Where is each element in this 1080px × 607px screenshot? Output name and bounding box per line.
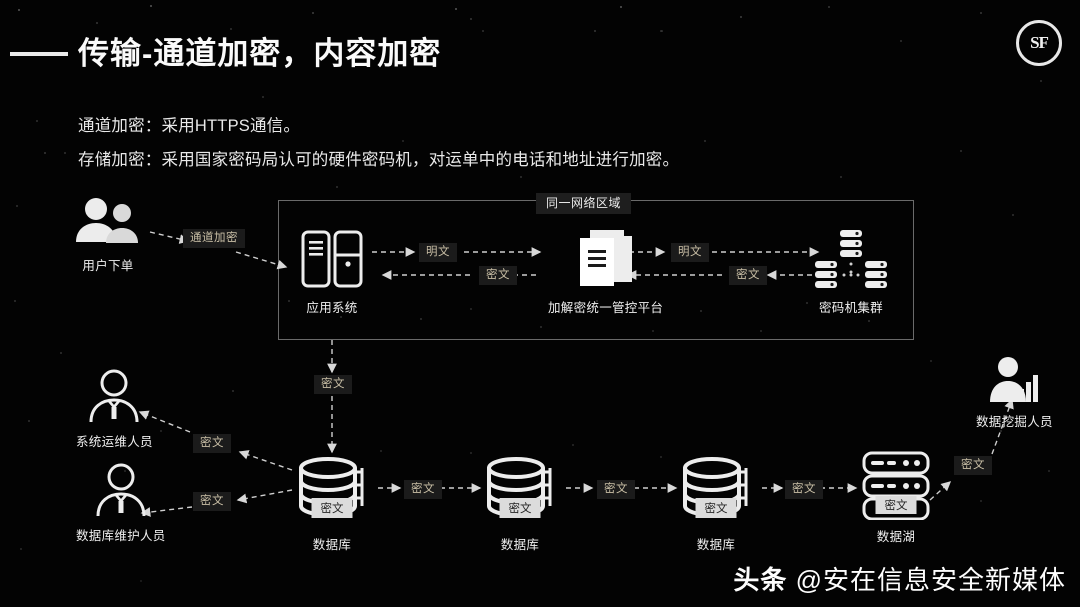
edge-label-to-dba-staff: 密文: [193, 492, 231, 511]
database-1-badge: 密文: [311, 498, 353, 518]
node-database-1: 密文 数据库: [296, 456, 368, 553]
users-icon: [76, 198, 138, 243]
watermark-handle: @安在信息安全新媒体: [795, 565, 1066, 595]
node-ops-staff: 系统运维人员: [76, 368, 153, 450]
body-line-storage-encryption: 存储加密：采用国家密码局认可的硬件密码机，对运单中的电话和地址进行加密。: [78, 151, 680, 169]
node-data-lake-label: 数据湖: [876, 530, 916, 544]
database-2-badge: 密文: [499, 498, 541, 518]
data-lake-badge: 密文: [875, 496, 917, 514]
page-title: 传输-通道加密，内容加密: [78, 36, 442, 71]
node-hsm-cluster-label: 密码机集群: [818, 301, 883, 315]
edge-label-db2-to-db3: 密文: [597, 480, 635, 499]
database-cylinder-icon: 密文: [296, 456, 368, 520]
node-database-3: 密文 数据库: [680, 456, 752, 553]
server-cluster-icon: [815, 230, 887, 288]
watermark: 头条 @安在信息安全新媒体: [733, 560, 1066, 597]
node-app-system-label: 应用系统: [306, 301, 358, 315]
node-app-system: 应用系统: [296, 228, 368, 316]
person-tie-icon: [89, 369, 139, 423]
node-database-3-label: 数据库: [696, 538, 736, 552]
node-hsm-cluster: 密码机集群: [812, 228, 890, 316]
node-crypto-platform-label: 加解密统一管控平台: [548, 301, 664, 315]
person-chart-icon: [990, 357, 1039, 402]
database-cylinder-icon: 密文: [680, 456, 752, 520]
edge-label-channel-encrypt: 通道加密: [183, 229, 245, 248]
node-data-lake: 密文 数据湖: [858, 450, 934, 545]
server-tower-icon: [301, 230, 363, 288]
edge-label-ciphertext-2: 密文: [729, 266, 767, 285]
edge-label-db1-to-db2: 密文: [404, 480, 442, 499]
edge-label-to-ops-staff: 密文: [193, 434, 231, 453]
node-dba-staff-label: 数据库维护人员: [76, 529, 166, 543]
node-database-2: 密文 数据库: [484, 456, 556, 553]
edge-label-plaintext-2: 明文: [671, 243, 709, 262]
database-3-badge: 密文: [695, 498, 737, 518]
sf-circle-logo-icon: SF: [1016, 20, 1062, 66]
node-database-2-label: 数据库: [500, 538, 540, 552]
edge-label-plaintext-1: 明文: [419, 243, 457, 262]
node-crypto-platform: 加解密统一管控平台: [548, 228, 663, 316]
node-data-miner: 数据挖掘人员: [976, 356, 1053, 430]
node-dba-staff: 数据库维护人员: [76, 462, 166, 544]
node-data-miner-label: 数据挖掘人员: [976, 415, 1053, 429]
node-user-order: 用户下单: [72, 196, 144, 274]
node-user-order-label: 用户下单: [82, 259, 134, 273]
edge-label-ciphertext-1: 密文: [479, 266, 517, 285]
body-line-channel-encryption: 通道加密：采用HTTPS通信。: [78, 117, 301, 135]
watermark-brand: 头条: [733, 565, 788, 595]
documents-icon: [579, 230, 632, 286]
data-lake-icon: 密文: [858, 450, 934, 521]
edge-label-lake-to-miner: 密文: [954, 456, 992, 475]
network-zone-label: 同一网络区域: [536, 193, 632, 215]
person-tie-icon: [96, 463, 146, 517]
title-accent-rule: [10, 52, 68, 56]
database-cylinder-icon: 密文: [484, 456, 556, 520]
edge-label-app-to-db: 密文: [314, 375, 352, 394]
edge-label-db3-to-lake: 密文: [785, 480, 823, 499]
node-ops-staff-label: 系统运维人员: [76, 435, 153, 449]
node-database-1-label: 数据库: [312, 538, 352, 552]
